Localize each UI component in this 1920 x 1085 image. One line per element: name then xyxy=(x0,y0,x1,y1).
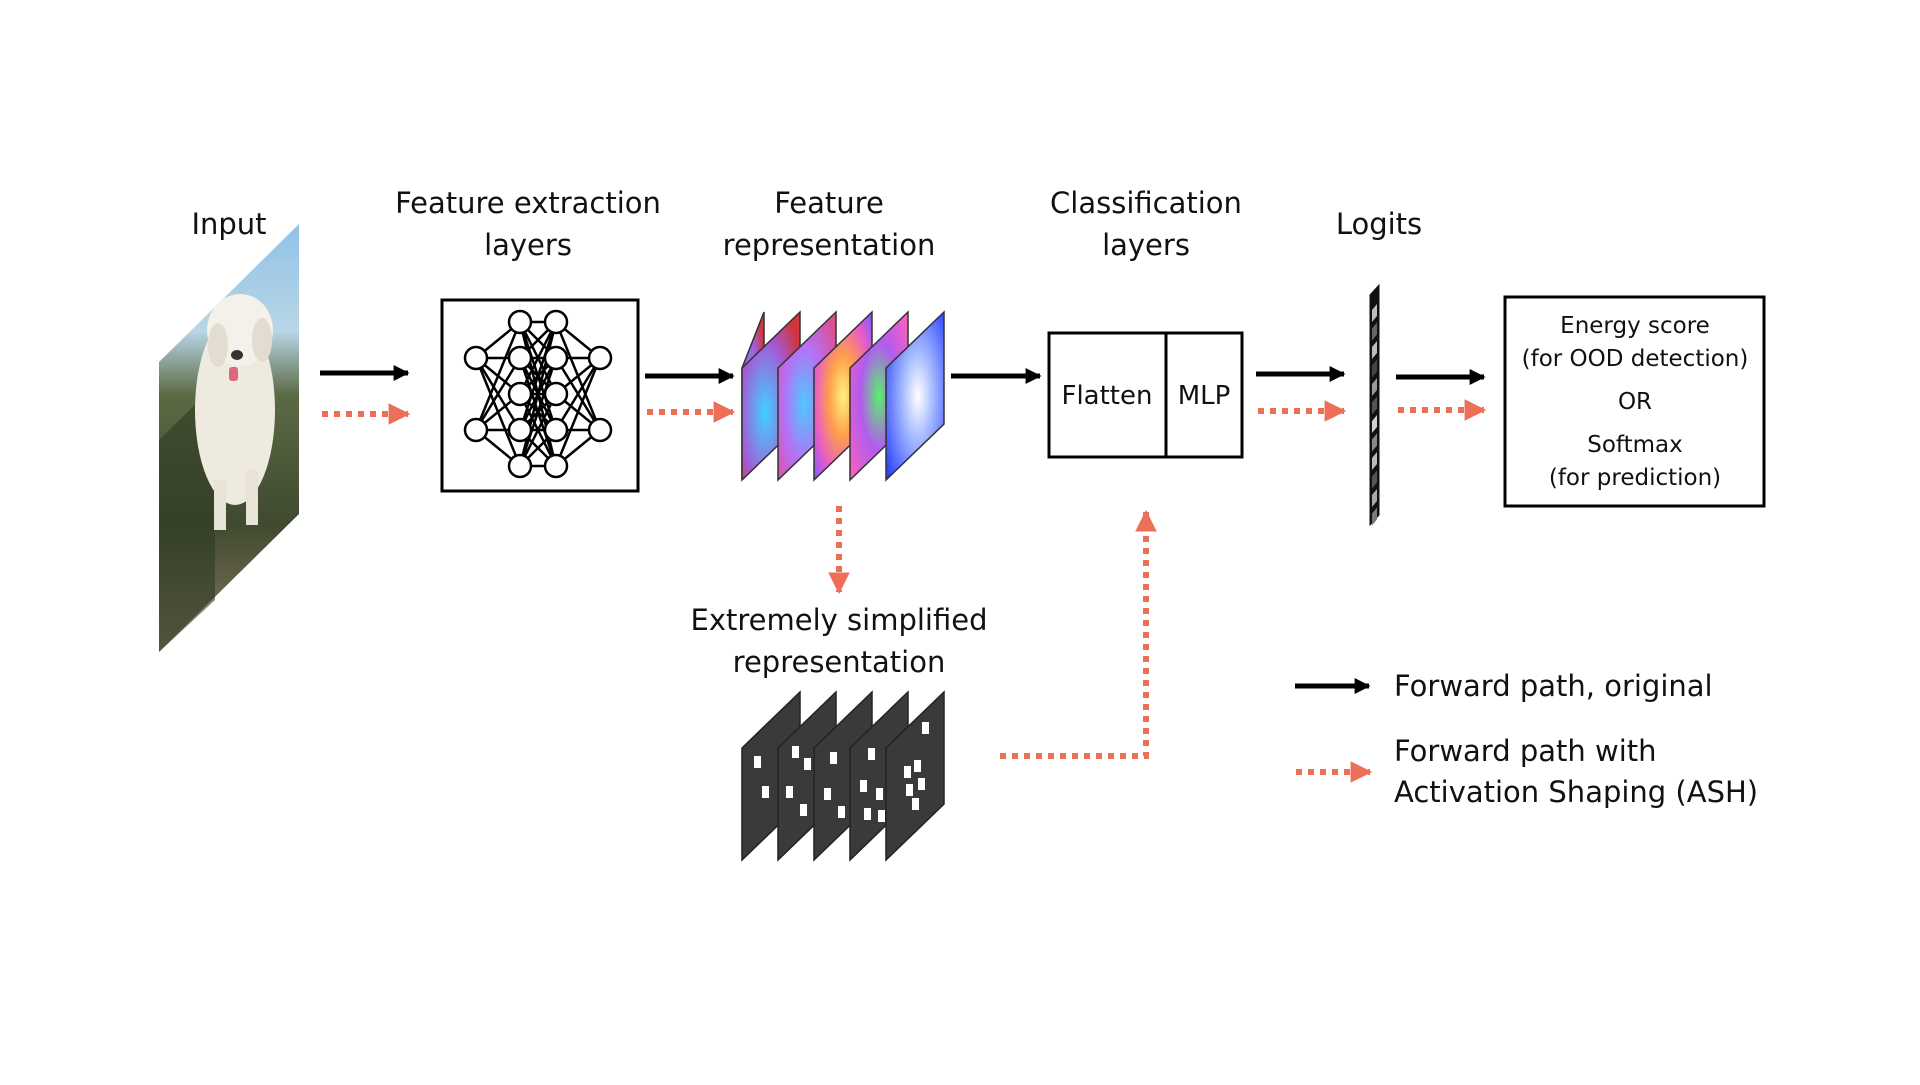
feature-map-5 xyxy=(885,310,945,482)
nn-node xyxy=(463,417,489,443)
sparse-activation xyxy=(804,758,811,770)
nn-edge xyxy=(518,321,558,467)
simplified-label-1: Extremely simplified xyxy=(691,603,988,637)
logit-cell xyxy=(1372,489,1377,507)
sparse-activation xyxy=(838,806,845,818)
output-ood-label: (for OOD detection) xyxy=(1522,346,1749,372)
legend-ash-label-1: Forward path with xyxy=(1394,734,1657,768)
logit-cell xyxy=(1372,433,1377,452)
sparse-activation xyxy=(904,766,911,778)
classification-label-1: Classification xyxy=(1050,186,1242,220)
nn-node xyxy=(543,345,569,371)
logit-cell xyxy=(1372,304,1377,322)
feature-maps xyxy=(741,310,945,482)
nn-node xyxy=(543,309,569,335)
nn-node xyxy=(507,417,533,443)
input-image xyxy=(159,224,299,652)
nn-node xyxy=(587,345,613,371)
nn-edge xyxy=(554,357,602,431)
simplified-map-5 xyxy=(885,690,945,862)
logit-cell xyxy=(1372,359,1377,378)
nn-edge xyxy=(518,357,558,467)
sparse-activation xyxy=(906,784,913,796)
sparse-activation xyxy=(922,722,929,734)
output-softmax-label: Softmax xyxy=(1587,432,1683,458)
logit-cell xyxy=(1372,507,1377,526)
simplified-maps xyxy=(741,690,945,862)
logit-cell xyxy=(1372,470,1377,489)
nn-edge xyxy=(518,321,558,395)
legend-ash-label-2: Activation Shaping (ASH) xyxy=(1394,775,1758,809)
nn-node xyxy=(507,453,533,479)
logit-cell xyxy=(1372,378,1377,396)
sparse-activation xyxy=(914,760,921,772)
sparse-activation xyxy=(792,746,799,758)
sparse-activation xyxy=(864,808,871,820)
feature-representation-label-1: Feature xyxy=(774,186,884,220)
nn-node xyxy=(543,417,569,443)
sparse-activation xyxy=(860,780,867,792)
nn-node xyxy=(463,345,489,371)
sparse-activation xyxy=(762,786,769,798)
nn-edge xyxy=(554,357,602,467)
sparse-activation xyxy=(786,786,793,798)
feature-representation-label-2: representation xyxy=(723,228,936,262)
sparse-activation xyxy=(800,804,807,816)
sparse-activation xyxy=(830,752,837,764)
nn-edge xyxy=(518,393,558,467)
output-box xyxy=(1503,295,1766,508)
nn-node xyxy=(543,453,569,479)
sparse-activation xyxy=(912,798,919,810)
sparse-activation xyxy=(754,756,761,768)
nn-node xyxy=(507,309,533,335)
feature-extraction-label-1: Feature extraction xyxy=(395,186,661,220)
logit-cell xyxy=(1372,452,1377,470)
sparse-activation xyxy=(876,788,883,800)
output-energy-label: Energy score xyxy=(1560,313,1710,339)
feature-extraction-label-2: layers xyxy=(484,228,572,262)
input-label: Input xyxy=(191,207,266,241)
logit-cell xyxy=(1372,396,1377,415)
flatten-label: Flatten xyxy=(1062,381,1153,411)
output-prediction-label: (for prediction) xyxy=(1549,465,1721,491)
nn-node xyxy=(507,381,533,407)
nn-node xyxy=(507,345,533,371)
classification-box xyxy=(1047,331,1244,459)
logits-vector xyxy=(1369,283,1380,527)
nn-edge xyxy=(474,321,522,431)
nn-edge xyxy=(518,321,558,431)
arrow-ash-up xyxy=(1000,509,1157,759)
logit-cell xyxy=(1372,341,1377,359)
simplified-label-2: representation xyxy=(733,645,946,679)
nn-edge xyxy=(474,357,522,431)
nn-node xyxy=(587,417,613,443)
legend-original-label: Forward path, original xyxy=(1394,669,1713,703)
logit-cell xyxy=(1372,322,1377,341)
output-or-label: OR xyxy=(1618,389,1652,415)
classification-label-2: layers xyxy=(1102,228,1190,262)
sparse-activation xyxy=(824,788,831,800)
logits-label: Logits xyxy=(1336,207,1422,241)
sparse-activation xyxy=(878,810,885,822)
nn-node xyxy=(543,381,569,407)
logit-cell xyxy=(1372,415,1377,433)
legend: Forward path, original Forward path with… xyxy=(1295,669,1758,809)
neural-network-icon xyxy=(463,309,613,479)
mlp-label: MLP xyxy=(1178,381,1231,411)
sparse-activation xyxy=(868,748,875,760)
sparse-activation xyxy=(918,778,925,790)
